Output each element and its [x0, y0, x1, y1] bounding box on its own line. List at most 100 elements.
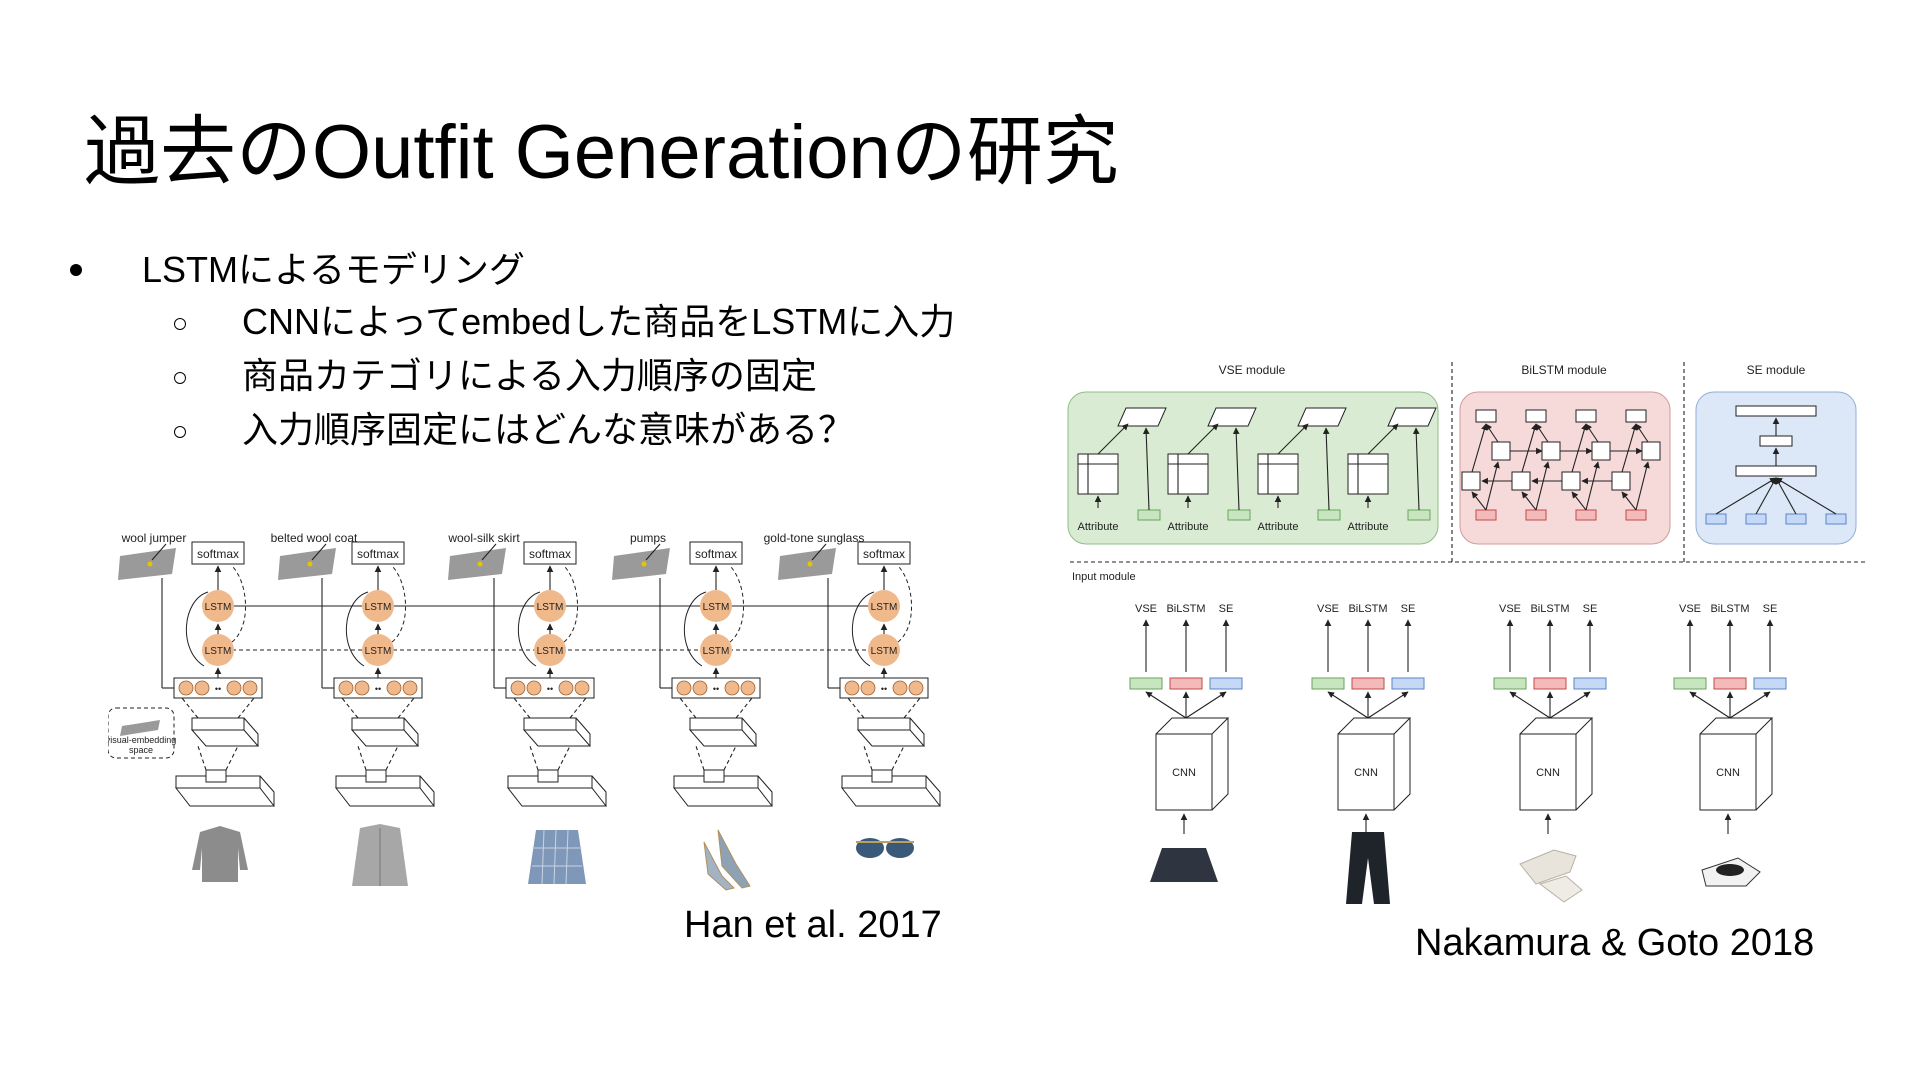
head-label: BiLSTM: [1710, 603, 1749, 615]
head-token: [1209, 677, 1243, 690]
lstm-cell: [700, 634, 732, 666]
embedding-patch: [118, 548, 176, 580]
bilstm-input-token: [1575, 509, 1597, 521]
vse-feature-box: [1077, 453, 1119, 495]
bilstm-link-line: [1521, 491, 1537, 511]
conv-dash-line: [695, 745, 705, 771]
vse-embedding-plane: [1387, 407, 1437, 427]
conv-dash-line: [357, 745, 367, 771]
cnn-block: [190, 717, 260, 747]
label-pointer-line: [481, 543, 497, 561]
feature-ellipsis: ••: [713, 684, 719, 694]
bilstm-backward-cell: [1611, 471, 1631, 491]
head-token: [1493, 677, 1527, 690]
conv-dash-line: [863, 745, 873, 771]
head-token: [1351, 677, 1385, 690]
bilstm-link-line: [1621, 423, 1638, 473]
head-token: [1753, 677, 1787, 690]
cnn-block: [856, 717, 926, 747]
embedding-legend-box: [108, 707, 175, 759]
feature-unit: [676, 680, 692, 696]
caption-han: Han et al. 2017: [684, 904, 942, 946]
cnn-label: CNN: [1354, 767, 1378, 779]
se-link-line: [1775, 477, 1837, 515]
lstm-label: LSTM: [703, 602, 730, 613]
embedding-legend-patch: [120, 720, 160, 736]
se-link-line: [1715, 477, 1777, 515]
feature-unit: [526, 680, 542, 696]
head-token: [1673, 677, 1707, 690]
se-input-token: [1745, 513, 1767, 525]
bilstm-backward-cell: [1461, 471, 1481, 491]
lstm-cell: [534, 590, 566, 622]
bilstm-forward-cell: [1491, 441, 1511, 461]
attribute-label: Attribute: [1078, 521, 1119, 533]
se-input-token: [1785, 513, 1807, 525]
lstm-label: LSTM: [703, 646, 730, 657]
embedding-legend-label: space: [129, 745, 153, 755]
softmax-label: softmax: [357, 547, 399, 561]
head-line: [1689, 691, 1731, 719]
embedding-patch: [612, 548, 670, 580]
head-line: [1729, 691, 1771, 719]
se-hidden-layer: [1759, 435, 1793, 447]
projection-line: [1232, 427, 1240, 511]
attribute-token: [1137, 509, 1161, 521]
skirt-thumbnail: [528, 830, 586, 884]
head-label: VSE: [1679, 603, 1701, 615]
bilstm-forward-cell: [1641, 441, 1661, 461]
recurrent-curve: [231, 565, 246, 643]
lstm-label: LSTM: [537, 602, 564, 613]
lstm-label: LSTM: [205, 646, 232, 657]
bilstm-step: [1511, 409, 1593, 521]
feature-unit: [338, 680, 354, 696]
bilstm-step: [1461, 409, 1543, 521]
attribute-token: [1227, 509, 1251, 521]
embedding-patch: [448, 548, 506, 580]
recurrent-curve: [851, 591, 875, 667]
conv-dash-line: [529, 745, 539, 771]
conv-dash-line: [513, 697, 531, 719]
lstm-cell: [202, 634, 234, 666]
input-block: [174, 775, 276, 807]
bilstm-input-token: [1475, 509, 1497, 521]
feature-unit: [386, 680, 402, 696]
attribute-label: Attribute: [1258, 521, 1299, 533]
feature-unit: [724, 680, 740, 696]
embedding-point: [807, 561, 813, 567]
module-title: VSE module: [1219, 363, 1286, 377]
bilstm-input-token: [1625, 509, 1647, 521]
bilstm-link-line: [1585, 461, 1600, 511]
bilstm-link-line: [1635, 423, 1649, 443]
recurrent-curve: [345, 591, 369, 667]
bilstm-step: [1611, 409, 1661, 521]
softmax-label: softmax: [197, 547, 239, 561]
conv-dash-line: [237, 697, 255, 719]
se-sum-layer: [1735, 465, 1817, 477]
head-line: [1509, 691, 1551, 719]
pumps-thumbnail: [717, 829, 751, 889]
cnn-label: CNN: [1172, 767, 1196, 779]
feature-unit: [844, 680, 860, 696]
cnn-cube: [1519, 717, 1594, 811]
attribute-label: Attribute: [1348, 521, 1389, 533]
cnn-label: CNN: [1536, 767, 1560, 779]
recurrent-curve: [897, 565, 912, 643]
bullet-circle-icon: [174, 318, 186, 330]
input-block: [840, 775, 942, 807]
head-line: [1549, 691, 1591, 719]
cnn-cube: [1155, 717, 1230, 811]
recurrent-curve: [391, 565, 406, 643]
head-token: [1129, 677, 1163, 690]
softmax-box: [857, 541, 911, 565]
cnn-label: CNN: [1716, 767, 1740, 779]
subbullet-text: CNNによってembedした商品をLSTMに入力: [242, 301, 956, 342]
sweater-thumbnail: [192, 826, 248, 882]
lstm-cell: [202, 590, 234, 622]
bilstm-link-line: [1585, 423, 1599, 443]
